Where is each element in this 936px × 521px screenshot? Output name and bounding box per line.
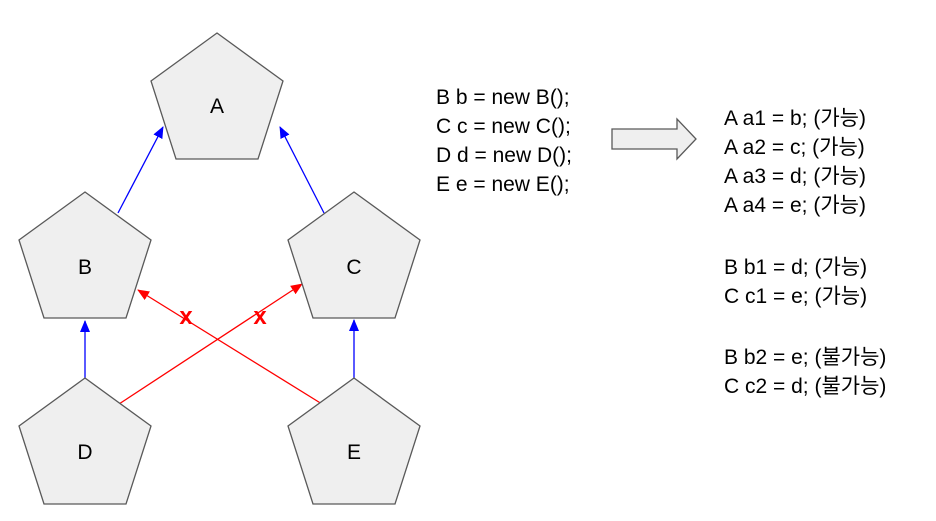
result-line: B b2 = e; (불가능) [724, 346, 886, 369]
node-a: A [150, 32, 284, 160]
node-b-label: B [78, 256, 92, 279]
edge-d-to-c-invalid [118, 283, 303, 405]
right-arrow-icon [611, 117, 697, 161]
node-c-label: C [346, 256, 361, 279]
edge-b-to-a [117, 126, 164, 214]
edge-e-to-b-invalid [137, 289, 323, 405]
node-b: B [18, 191, 152, 319]
node-c: C [287, 191, 421, 319]
result-line: A a1 = b; (가능) [724, 107, 866, 130]
code-line: C c = new C(); [436, 115, 571, 138]
node-d: D [18, 377, 152, 505]
result-line: C c1 = e; (가능) [724, 285, 867, 308]
result-line: C c2 = d; (불가능) [724, 375, 886, 398]
code-line: B b = new B(); [436, 86, 570, 109]
result-line: A a3 = d; (가능) [724, 165, 866, 188]
code-line: D d = new D(); [436, 144, 572, 167]
node-e: E [287, 377, 421, 505]
edge-c-to-a [279, 126, 325, 214]
node-a-label: A [210, 95, 224, 118]
result-line: A a4 = e; (가능) [724, 194, 866, 217]
invalid-mark-d-to-c: x [253, 303, 267, 330]
result-line: A a2 = c; (가능) [724, 136, 865, 159]
code-block: B b = new B(); C c = new C(); D d = new … [436, 86, 572, 196]
node-e-label: E [347, 441, 361, 464]
code-line: E e = new E(); [436, 173, 570, 196]
result-line: B b1 = d; (가능) [724, 256, 867, 279]
invalid-mark-e-to-b: x [179, 303, 193, 330]
results-block: A a1 = b; (가능) A a2 = c; (가능) A a3 = d; … [724, 107, 886, 398]
node-d-label: D [77, 441, 92, 464]
